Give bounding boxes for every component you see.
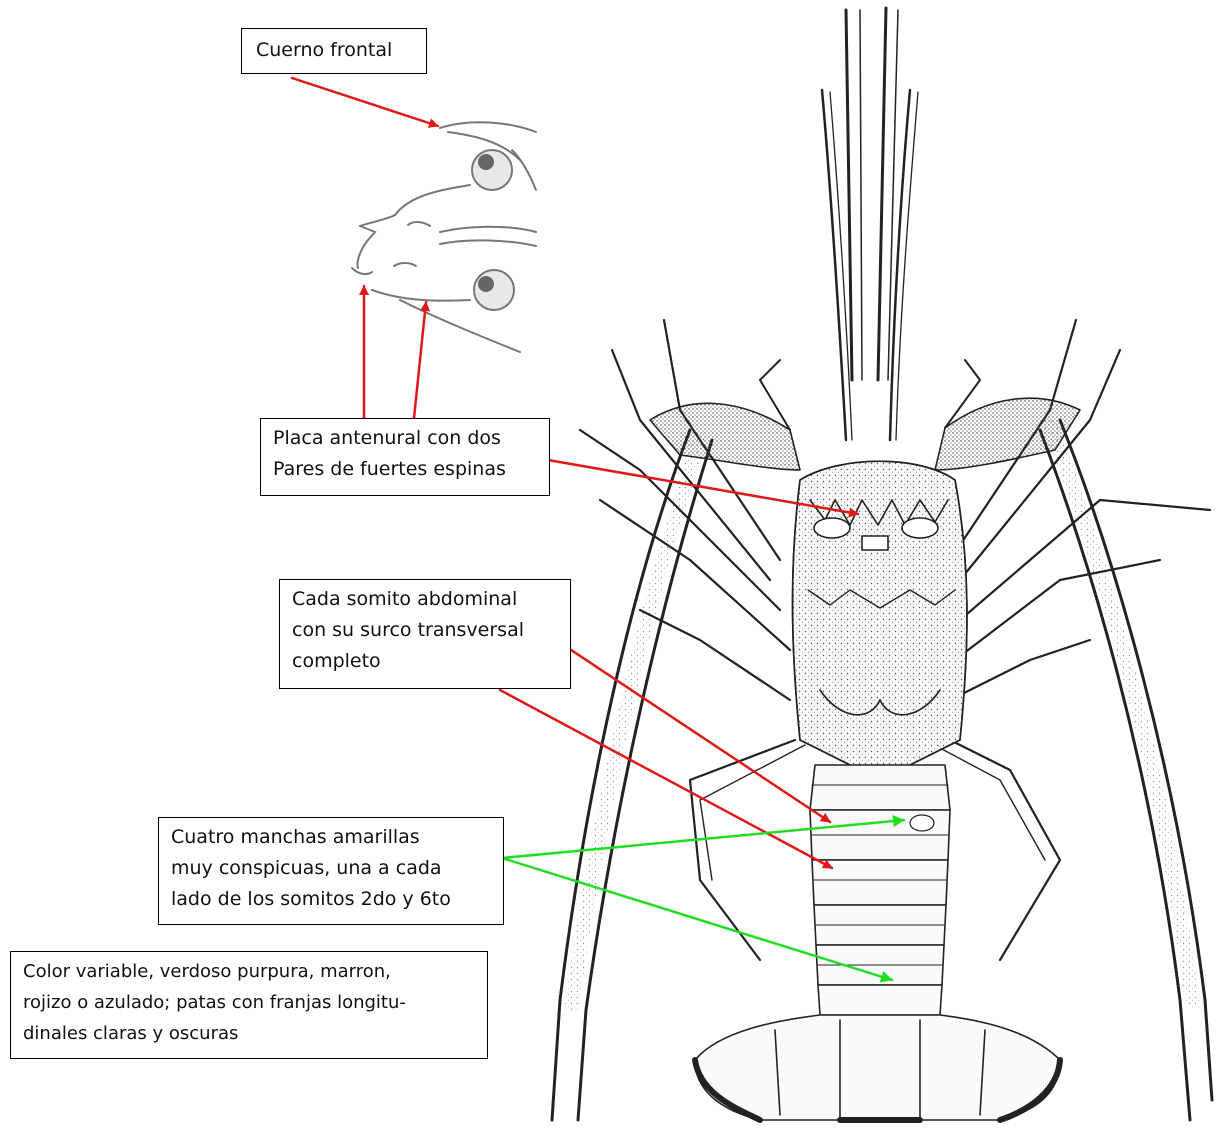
label-cuerno-frontal: Cuerno frontal [241,28,427,74]
label-line: rojizo o azulado; patas con franjas long… [23,987,475,1018]
label-color-variable: Color variable, verdoso purpura, marron,… [10,951,488,1059]
arrow-placa-2 [414,302,426,418]
label-line: Cuatro manchas amarillas [171,822,491,853]
label-line: con su surco transversal [292,615,558,646]
label-line: Placa antenural con dos [273,423,537,454]
label-manchas-amarillas: Cuatro manchas amarillas muy conspicuas,… [158,817,504,925]
label-line: lado de los somitos 2do y 6to [171,884,491,915]
spiny-lobster-dorsal-view [552,8,1212,1120]
label-line: Color variable, verdoso purpura, marron, [23,956,475,987]
frontal-head-detail [352,122,536,352]
label-line: dinales claras y oscuras [23,1018,475,1049]
label-line: Pares de fuertes espinas [273,454,537,485]
label-line: Cada somito abdominal [292,584,558,615]
arrow-somito-1 [538,628,830,822]
label-line: completo [292,646,558,677]
label-line: muy conspicuas, una a cada [171,853,491,884]
label-somito-abdominal: Cada somito abdominal con su surco trans… [279,579,571,689]
label-placa-antenural: Placa antenural con dos Pares de fuertes… [260,418,550,496]
label-line: Cuerno frontal [256,33,412,67]
arrow-cuerno-frontal [292,78,438,126]
